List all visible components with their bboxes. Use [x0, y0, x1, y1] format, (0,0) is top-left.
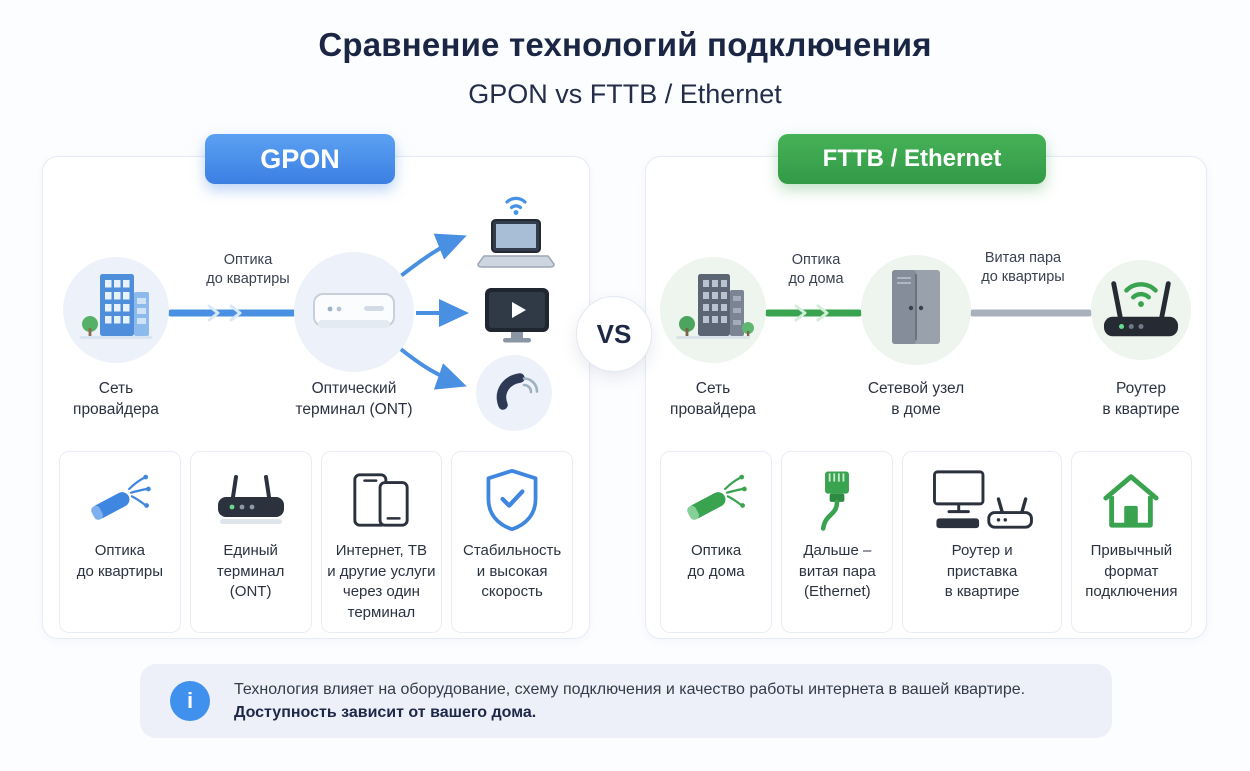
page-title: Сравнение технологий подключения	[318, 26, 932, 63]
page-subtitle: GPON vs FTTB / Ethernet	[468, 79, 782, 109]
feature-card: Роутер и приставка в квартире	[902, 451, 1062, 633]
feature-label: Оптика до квартиры	[76, 542, 164, 580]
gpon-feature-cards: Оптика до квартиры Единый терминал (ONT)	[59, 451, 573, 633]
fttb-node-cabinet	[861, 255, 971, 365]
phone-handset-icon	[488, 365, 540, 422]
feature-label: Роутер и приставка в квартире	[944, 542, 1020, 601]
ont-device-icon	[308, 282, 400, 343]
router-wifi-icon	[1094, 270, 1188, 351]
gpon-cable-label: Оптика до квартиры	[206, 252, 290, 287]
feature-card: Привычный формат подключения	[1070, 451, 1192, 633]
gpon-ont-node	[294, 252, 414, 372]
ont-terminal-icon	[212, 465, 290, 535]
laptop-wifi-icon	[471, 187, 561, 277]
info-icon: i	[170, 681, 210, 721]
feature-card: Стабильность и высокая скорость	[451, 451, 573, 633]
fttb-provider-label: Сеть провайдера	[670, 380, 756, 418]
gpon-terminal-label: Оптический терминал (ONT)	[295, 380, 413, 418]
feature-label: Дальше – витая пара (Ethernet)	[798, 542, 876, 601]
ethernet-plug-icon	[808, 465, 866, 535]
fttb-feature-cards: Оптика до дома Дальше – витая пара (Ethe…	[660, 451, 1192, 633]
router-settop-icon	[928, 465, 1036, 535]
footer-note: i Технология влияет на оборудование, схе…	[140, 664, 1112, 738]
footer-line-2: Доступность зависит от вашего дома.	[234, 703, 537, 721]
multi-devices-icon	[346, 465, 416, 535]
house-icon	[1098, 465, 1164, 535]
fttb-optic-label: Оптика до дома	[788, 252, 844, 287]
feature-card: Дальше – витая пара (Ethernet)	[781, 451, 894, 633]
fttb-router-node	[1091, 260, 1191, 360]
fttb-badge: FTTB / Ethernet	[778, 134, 1046, 184]
vs-divider: VS	[576, 296, 652, 372]
feature-card: Единый терминал (ONT)	[189, 451, 312, 633]
gpon-provider-node	[63, 257, 169, 363]
fttb-router-label: Роутер в квартире	[1102, 380, 1180, 418]
feature-label: Привычный формат подключения	[1085, 542, 1178, 601]
feature-card: Интернет, ТВ и другие услуги через один …	[320, 451, 443, 633]
fttb-provider-node	[660, 257, 766, 363]
footer-text: Технология влияет на оборудование, схему…	[234, 681, 1025, 722]
feature-label: Единый терминал (ONT)	[216, 542, 285, 601]
feature-card: Оптика до квартиры	[59, 451, 181, 633]
feature-label: Стабильность и высокая скорость	[463, 542, 562, 601]
building-blue-icon	[74, 266, 158, 355]
fttb-node-label: Сетевой узел в доме	[867, 380, 965, 418]
gpon-badge: GPON	[205, 134, 395, 184]
gpon-panel: Оптика до квартиры Сеть провайдера Оптич…	[42, 156, 590, 639]
feature-card: Оптика до дома	[660, 451, 773, 633]
fiber-optic-cable-blue-icon	[84, 465, 156, 535]
footer-line-1: Технология влияет на оборудование, схему…	[234, 680, 1026, 698]
shield-check-icon	[482, 465, 542, 535]
feature-label: Оптика до дома	[687, 542, 745, 580]
fttb-twisted-pair-label: Витая пара до квартиры	[981, 250, 1065, 285]
fttb-panel: Оптика до дома Витая пара до квартиры Се…	[645, 156, 1207, 639]
tv-play-icon	[481, 285, 553, 351]
gpon-phone-node	[476, 355, 552, 431]
network-cabinet-icon	[884, 266, 948, 355]
gpon-provider-label: Сеть провайдера	[73, 380, 159, 418]
building-dark-icon	[671, 266, 755, 355]
fiber-optic-cable-green-icon	[680, 465, 752, 535]
feature-label: Интернет, ТВ и другие услуги через один …	[327, 542, 436, 622]
